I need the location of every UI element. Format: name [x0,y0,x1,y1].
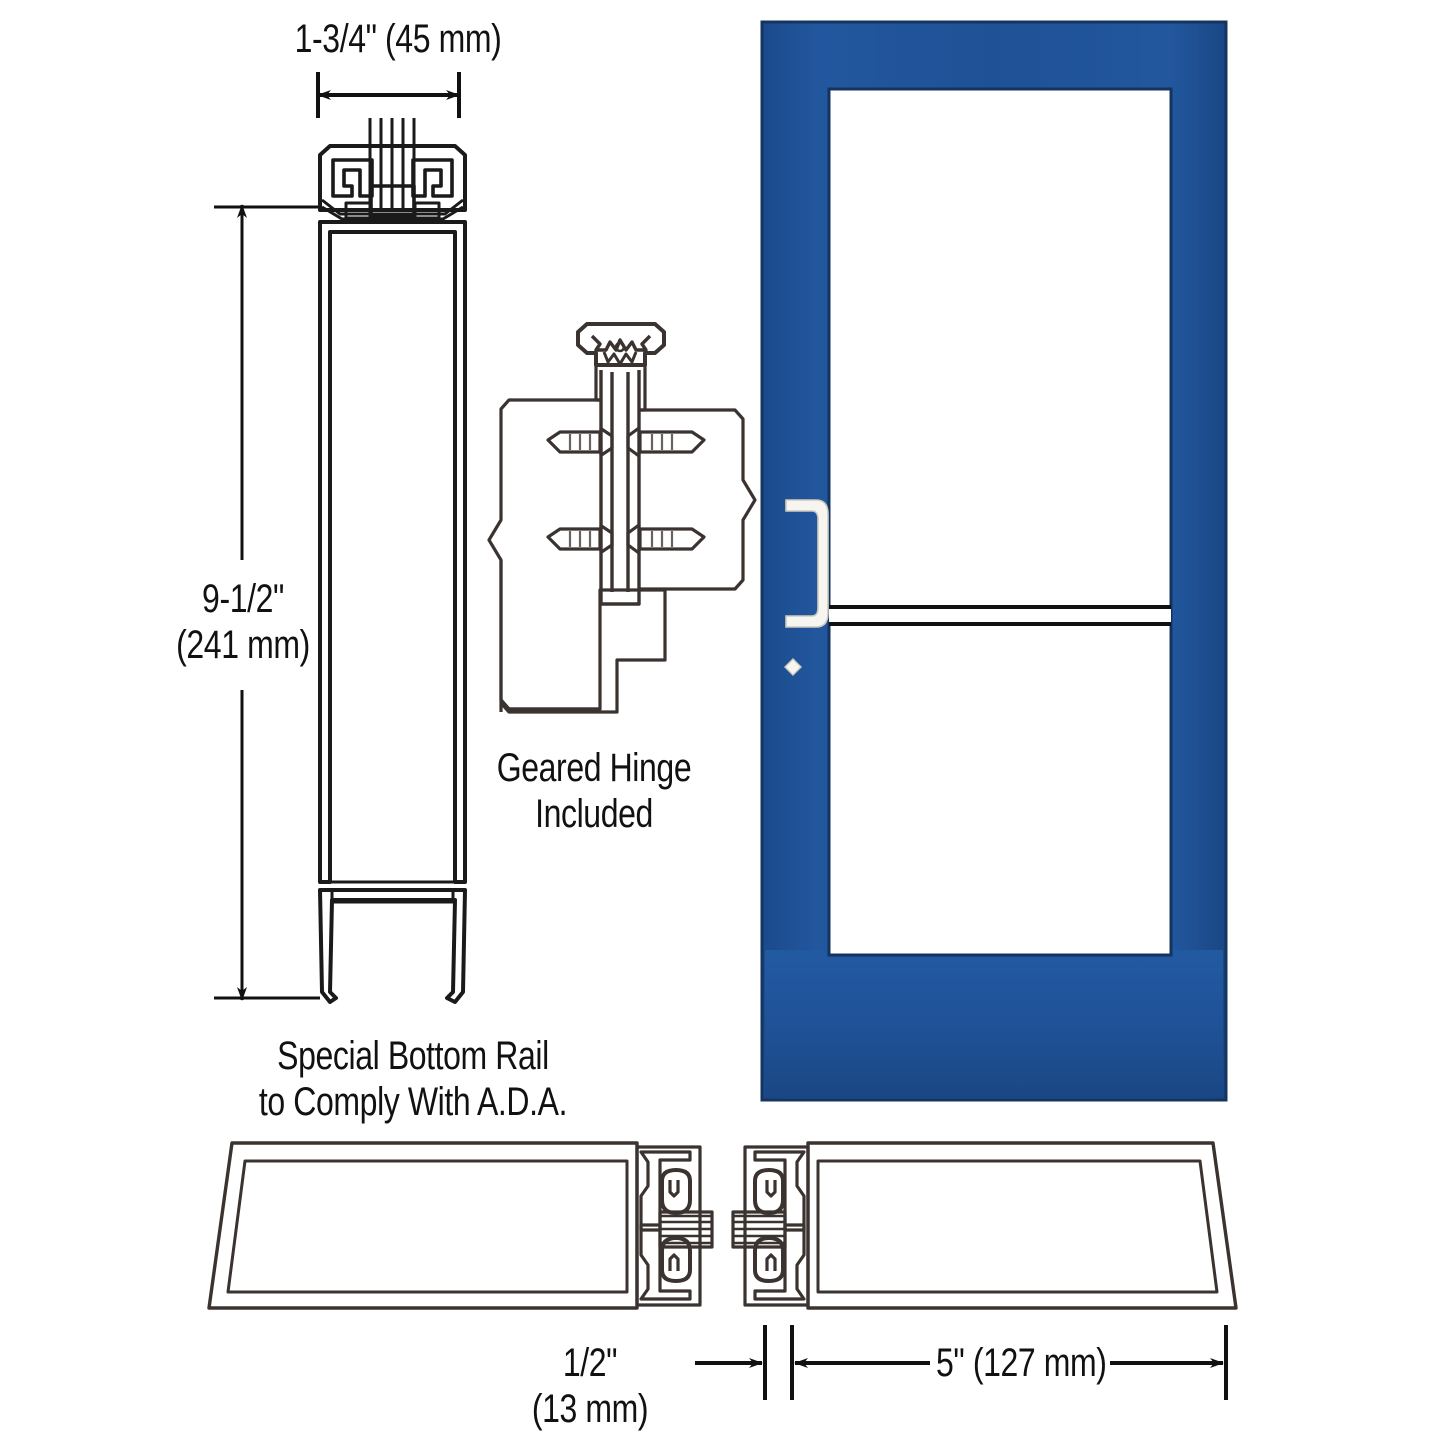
stile-plan-section-view [207,1141,1238,1310]
dimension-label-bottom-rail-height-line1: 9-1/2" [202,577,284,621]
dimension-label-stile-width: 5" (127 mm) [936,1341,1107,1385]
door-lock-cylinder [784,658,802,676]
door-muntin-bar [829,605,1171,626]
dimension-bottom-rail-height [214,204,320,1001]
dimension-label-stile-depth: 1-3/4" (45 mm) [294,17,502,61]
caption-bottom-rail-line2: to Comply With A.D.A. [258,1080,568,1124]
caption-geared-hinge-line2: Included [535,792,653,836]
dimension-label-gap-line2: (13 mm) [531,1387,649,1431]
dimension-label-gap-line1: 1/2" [562,1341,618,1385]
caption-bottom-rail-line1: Special Bottom Rail [277,1034,549,1078]
door-bottom-rail [765,950,1223,1098]
dimension-stile-depth [316,72,461,118]
dimension-gap [695,1325,767,1400]
door-pull-handle [785,499,829,628]
caption-geared-hinge-line1: Geared Hinge [496,746,692,790]
dimension-label-bottom-rail-height-line2: (241 mm) [176,623,310,667]
bottom-rail-section-view [318,118,467,1004]
door-glass-lite [827,87,1173,957]
geared-hinge-detail-view [487,322,757,714]
dimension-stile-width [790,1325,1228,1400]
door-elevation-view [760,20,1228,1102]
